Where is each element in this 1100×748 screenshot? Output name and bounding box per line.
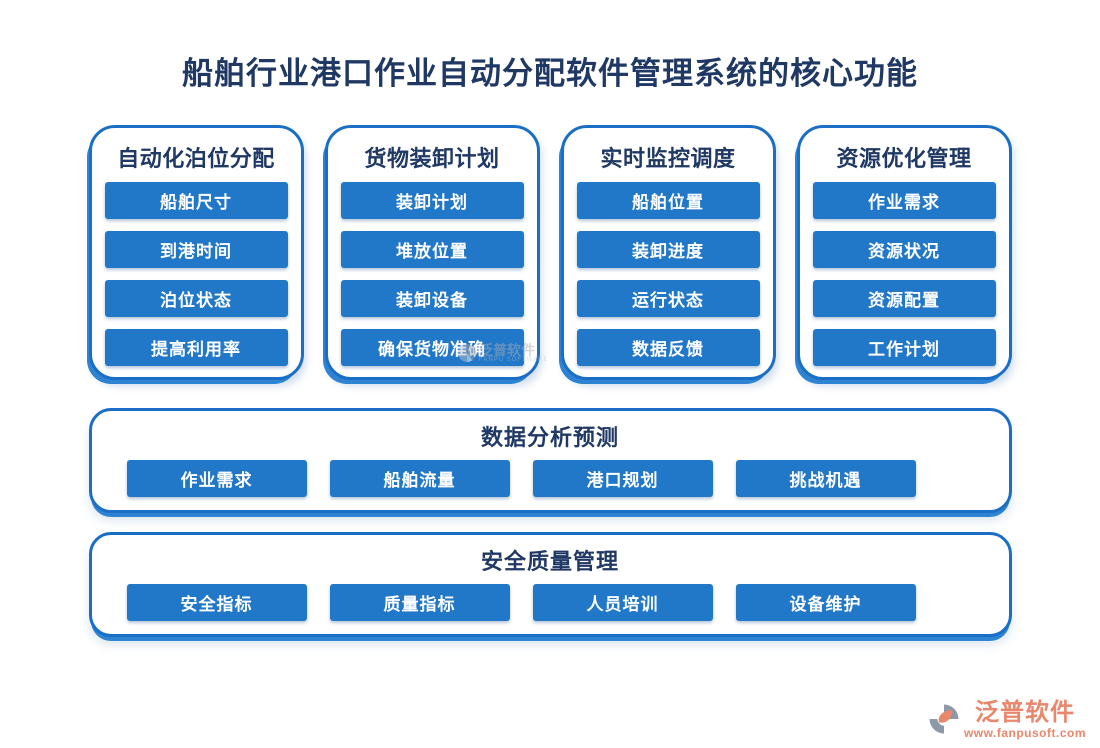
- column-cargo-plan: 货物装卸计划 装卸计划 堆放位置 装卸设备 确保货物准确 泛普软件 FANPU …: [324, 125, 547, 380]
- column-items: 装卸计划 堆放位置 装卸设备 确保货物准确: [328, 182, 537, 366]
- logo-name: 泛普软件: [974, 698, 1075, 726]
- band-data-analysis: 数据分析预测 作业需求 船舶流量 港口规划 挑战机遇: [88, 408, 1012, 513]
- column-header: 资源优化管理: [836, 146, 972, 171]
- band-safety-quality: 安全质量管理 安全指标 质量指标 人员培训 设备维护: [88, 532, 1012, 637]
- feature-pill: 数据反馈: [576, 329, 760, 366]
- feature-pill: 装卸设备: [340, 280, 524, 317]
- feature-pill: 挑战机遇: [735, 460, 916, 497]
- feature-pill: 作业需求: [126, 460, 307, 497]
- feature-columns-row: 自动化泊位分配 船舶尺寸 到港时间 泊位状态 提高利用率 货物装卸计划 装卸计划…: [88, 125, 1012, 380]
- infographic-page: 船舶行业港口作业自动分配软件管理系统的核心功能 自动化泊位分配 船舶尺寸 到港时…: [0, 48, 1100, 748]
- band-header: 数据分析预测: [480, 425, 619, 450]
- feature-pill: 装卸进度: [576, 231, 760, 268]
- column-berth-allocation: 自动化泊位分配 船舶尺寸 到港时间 泊位状态 提高利用率: [88, 125, 304, 380]
- feature-pill: 船舶流量: [329, 460, 510, 497]
- column-items: 作业需求 资源状况 资源配置 工作计划: [800, 182, 1009, 366]
- feature-pill: 船舶尺寸: [104, 182, 288, 219]
- feature-pill: 资源状况: [812, 231, 996, 268]
- logo-url: www.fanpusoft.com: [963, 726, 1086, 740]
- feature-pill: 质量指标: [329, 584, 510, 621]
- feature-pill: 装卸计划: [340, 182, 524, 219]
- page-title: 船舶行业港口作业自动分配软件管理系统的核心功能: [182, 56, 918, 91]
- band-items: 作业需求 船舶流量 港口规划 挑战机遇: [92, 460, 1009, 497]
- band-items: 安全指标 质量指标 人员培训 设备维护: [92, 584, 1009, 621]
- band-header: 安全质量管理: [480, 549, 619, 574]
- feature-pill: 资源配置: [812, 280, 996, 317]
- feature-pill: 安全指标: [126, 584, 307, 621]
- feature-pill: 船舶位置: [576, 182, 760, 219]
- column-header: 自动化泊位分配: [117, 146, 275, 171]
- feature-pill: 确保货物准确: [340, 329, 524, 366]
- column-header: 实时监控调度: [600, 146, 736, 171]
- fanpu-logo: 泛普软件 www.fanpusoft.com: [926, 698, 1086, 740]
- column-realtime-monitoring: 实时监控调度 船舶位置 装卸进度 运行状态 数据反馈: [560, 125, 776, 380]
- feature-pill: 堆放位置: [340, 231, 524, 268]
- feature-pill: 人员培训: [532, 584, 713, 621]
- column-items: 船舶尺寸 到港时间 泊位状态 提高利用率: [92, 182, 301, 366]
- column-items: 船舶位置 装卸进度 运行状态 数据反馈: [564, 182, 773, 366]
- feature-pill: 港口规划: [532, 460, 713, 497]
- feature-pill: 泊位状态: [104, 280, 288, 317]
- feature-pill: 运行状态: [576, 280, 760, 317]
- feature-pill: 设备维护: [735, 584, 916, 621]
- feature-pill: 提高利用率: [104, 329, 288, 366]
- feature-pill: 工作计划: [812, 329, 996, 366]
- column-header: 货物装卸计划: [364, 146, 500, 171]
- feature-pill: 到港时间: [104, 231, 288, 268]
- feature-pill: 作业需求: [812, 182, 996, 219]
- column-resource-management: 资源优化管理 作业需求 资源状况 资源配置 工作计划: [796, 125, 1012, 380]
- fanpu-logo-icon: [929, 704, 959, 734]
